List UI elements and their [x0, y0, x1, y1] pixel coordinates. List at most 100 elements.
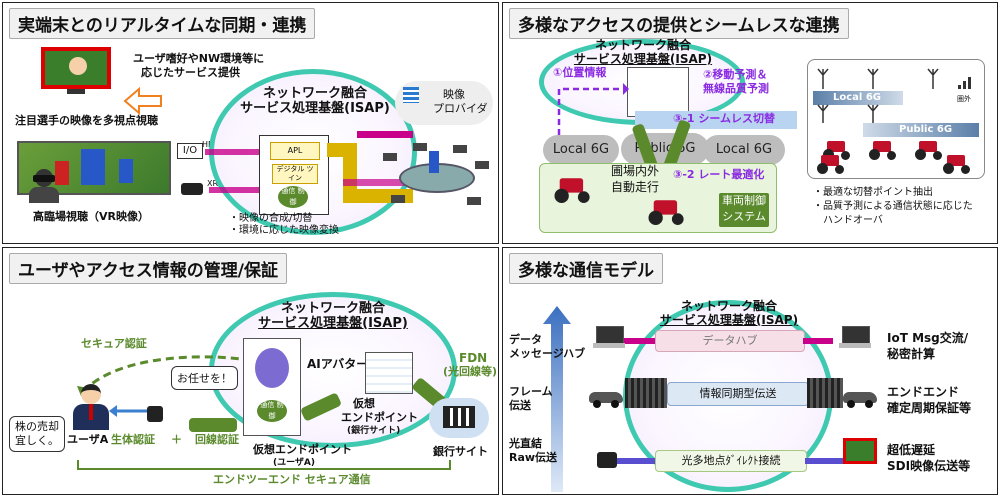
yellow-pipe-v: [343, 143, 357, 203]
magenta-link-right-3: [805, 458, 845, 464]
tv-caption-1: ユーザ嗜好やNW環境等に: [133, 52, 265, 65]
left-label-2b: 伝送: [509, 399, 531, 412]
step-3-1-label: ③-1 シームレス切替: [673, 112, 776, 125]
right-label-2b: 確定周期保証等: [887, 401, 972, 415]
right-label-2a: エンドエンド: [887, 385, 960, 399]
apl-label: APL: [287, 146, 303, 155]
server-icon: [403, 87, 419, 103]
magenta-link-2: [209, 187, 259, 193]
step-2-label-2: 無線品質予測: [703, 82, 769, 95]
step-3-2-label: ③-2 レート最適化: [673, 168, 765, 181]
step-1-label: ①位置情報: [553, 66, 607, 79]
inset-area-label: 圏外: [957, 95, 971, 103]
right-label-1b: 秘密計算: [887, 347, 936, 361]
isap-line-1: ネットワーク融合: [262, 86, 367, 101]
auto-drive-2: 自動走行: [611, 180, 660, 194]
band-data-hub-label: データハブ: [702, 334, 758, 347]
magenta-link-left-3: [615, 458, 655, 464]
user-a-label: ユーザA: [67, 433, 109, 446]
stock-bubble: 株の売却 宜しく。: [9, 416, 65, 452]
band-direct: 光多地点ﾀﾞｲﾚｸﾄ接続: [655, 450, 807, 472]
plus-label: ＋: [171, 433, 182, 446]
right-label-3b: SDI映像伝送等: [887, 459, 971, 473]
isap-line-2: サービス処理基盤(ISAP): [573, 51, 713, 66]
inset-local-band: [813, 91, 903, 105]
isap-line-2: サービス処理基盤(ISAP): [240, 100, 390, 116]
rack-right: [807, 378, 843, 408]
phone-icon: [147, 406, 163, 422]
player-figure: [429, 151, 439, 173]
comm-ctrl-badge: 通信 制御: [257, 400, 287, 422]
camera-rig: [383, 143, 493, 213]
magenta-link-1: [205, 149, 259, 155]
tractor-icon: [817, 155, 847, 174]
multiview-label: 注目選手の映像を多視点視聴: [15, 114, 158, 127]
io-label: I/O: [182, 145, 198, 156]
bullet-2: ・品質予測による通信状態に応じた: [813, 201, 973, 212]
tractor-icon: [943, 155, 973, 174]
e2e-label: エンドツーエンド セキュア通信: [213, 473, 371, 486]
provider-2: プロバイダ: [433, 102, 488, 115]
bullet-2: ・環境に応じた映像変換: [229, 225, 339, 236]
panel-title: ユーザやアクセス情報の管理/保証: [9, 253, 288, 284]
bank-building-icon: [443, 406, 475, 428]
isap-line-2: サービス処理基盤(ISAP): [258, 315, 408, 331]
inset-public-label: Public 6G: [899, 124, 953, 135]
isap-line-1: ネットワーク融合: [280, 301, 385, 316]
band-direct-label: 光多地点ﾀﾞｲﾚｸﾄ接続: [681, 454, 781, 467]
car-icon: [589, 388, 623, 408]
magenta-link-left-1: [623, 338, 655, 344]
tv-caption-2: 応じたサービス提供: [141, 66, 240, 79]
left-label-3b: Raw伝送: [509, 451, 558, 464]
inset-local-label: Local 6G: [833, 92, 881, 103]
panel-comm-models: 多様な通信モデル データ メッセージハブ フレーム 伝送 光直結 Raw伝送 ネ…: [502, 247, 998, 495]
dashed-arrow-icon: [557, 83, 629, 155]
bank-screen: [365, 352, 413, 394]
comm-ctrl-label: 通信 制御: [260, 401, 284, 420]
panel-access-management: ユーザやアクセス情報の管理/保証 ネットワーク融合 サービス処理基盤(ISAP)…: [2, 247, 499, 495]
panel-title: 多様なアクセスの提供とシームレスな連携: [509, 8, 849, 39]
digital-twin-label: デジタル ツイン: [276, 165, 314, 182]
panel-realtime-sync: 実端末とのリアルタイムな同期・連携 ユーザ嗜好やNW環境等に 応じたサービス提供…: [2, 2, 499, 244]
isap-line-1: ネットワーク融合: [680, 299, 777, 313]
isap-title: ネットワーク融合 サービス処理基盤(ISAP): [649, 299, 809, 328]
comm-ctrl-label: 通信 制御: [281, 187, 305, 206]
isap-core-box: APL デジタル ツイン 通信 制御: [259, 135, 329, 215]
cloud-right-label: Local 6G: [715, 142, 773, 157]
vep-user-1: 仮想エンドポイント: [253, 443, 352, 456]
left-label-3a: 光直結: [509, 437, 542, 450]
xr-label: XR: [207, 179, 219, 188]
isap-title: ネットワーク融合 サービス処理基盤(ISAP): [225, 86, 405, 117]
tractor-icon: [554, 178, 594, 203]
vertical-arrow-icon: [543, 306, 571, 492]
stock-text-1: 株の売却: [15, 420, 59, 433]
cloud-local-6g-left: Local 6G: [543, 135, 619, 165]
bio-auth-label: 生体認証: [111, 433, 155, 446]
fdn-label-2: (光回線等): [443, 365, 498, 378]
isap-line-2: サービス処理基盤(ISAP): [659, 312, 799, 327]
tv-screen: [41, 47, 111, 89]
leave-it-text: お任せを！: [177, 372, 232, 385]
left-label-1b: メッセージハブ: [509, 347, 586, 360]
bullet-1: ・映像の合成/切替: [229, 213, 313, 224]
provider-1: 映像: [443, 88, 465, 101]
panel-title: 多様な通信モデル: [509, 253, 663, 284]
tractor-icon: [823, 141, 853, 160]
endpoint-bar-user: [189, 418, 237, 432]
left-label-1a: データ: [509, 333, 542, 346]
bullet-3: ハンドオーバ: [823, 215, 883, 226]
band-sync-label: 情報同期型伝送: [699, 387, 777, 400]
isap-title: ネットワーク融合 サービス処理基盤(ISAP): [243, 301, 423, 332]
laptop-icon: [839, 326, 871, 350]
tractor-icon: [648, 200, 688, 225]
vr-label: 高臨場視聴（VR映像）: [33, 210, 149, 223]
step-2-label-1: ②移動予測＆: [703, 68, 768, 81]
comm-ctrl-badge: 通信 制御: [278, 186, 308, 208]
left-label-2a: フレーム: [509, 385, 553, 398]
right-label-1a: IoT Msg交流/: [887, 331, 969, 345]
seamless-switch-band: [635, 111, 797, 129]
panel-title: 実端末とのリアルタイムな同期・連携: [9, 8, 316, 39]
tv-screen: [843, 438, 877, 464]
right-label-3a: 超低遅延: [887, 443, 936, 457]
magenta-link-out: [357, 131, 413, 138]
